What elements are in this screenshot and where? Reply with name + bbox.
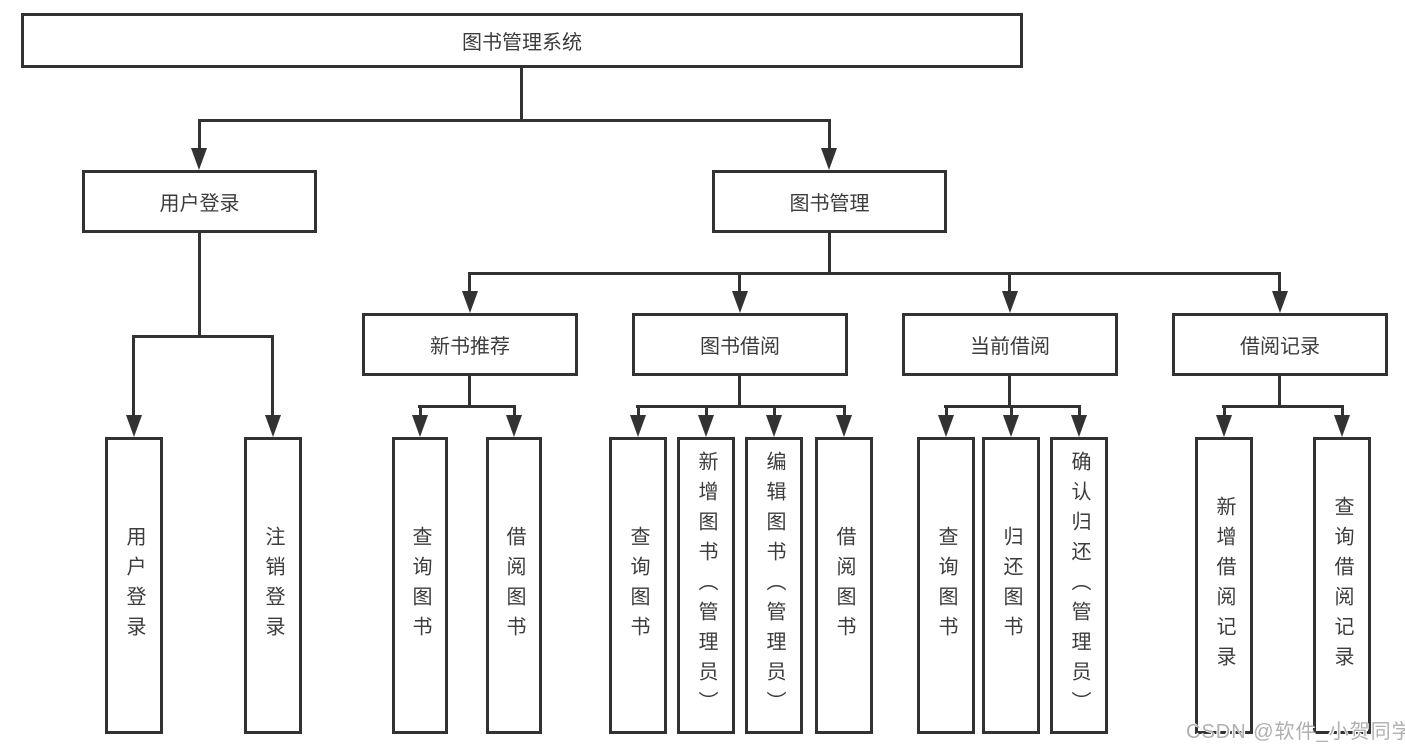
connector-line	[636, 405, 846, 408]
connector-line	[773, 405, 776, 417]
arrowhead-icon	[412, 415, 428, 437]
connector-line	[468, 272, 471, 293]
arrowhead-icon	[698, 415, 714, 437]
connector-line	[198, 233, 201, 337]
node-user-login-module: 用户登录	[82, 170, 317, 233]
arrowhead-icon	[191, 148, 207, 170]
arrowhead-icon	[938, 415, 954, 437]
arrowhead-icon	[1216, 415, 1232, 437]
arrowhead-icon	[462, 291, 478, 313]
connector-line	[1223, 405, 1226, 417]
connector-line	[418, 405, 516, 408]
leaf-query-books-current: 查询图书	[917, 437, 975, 734]
arrowhead-icon	[265, 415, 281, 437]
node-borrow-records: 借阅记录	[1172, 313, 1388, 376]
connector-line	[419, 405, 422, 417]
connector-line	[513, 405, 516, 417]
connector-line	[1222, 405, 1344, 408]
leaf-add-books-admin: 新增图书（管理员）	[677, 437, 735, 734]
arrowhead-icon	[126, 415, 142, 437]
connector-line	[520, 68, 523, 121]
connector-line	[198, 119, 831, 122]
watermark-text: CSDN @软件_小贺同学	[1186, 721, 1405, 743]
connector-line	[132, 335, 135, 417]
arrowhead-icon	[732, 291, 748, 313]
leaf-return-books: 归还图书	[982, 437, 1040, 734]
connector-line	[945, 405, 948, 417]
arrowhead-icon	[836, 415, 852, 437]
connector-line	[1010, 405, 1013, 417]
connector-line	[705, 405, 708, 417]
connector-line	[1008, 272, 1011, 293]
leaf-add-borrow-record: 新增借阅记录	[1195, 437, 1253, 734]
connector-line	[1278, 272, 1281, 293]
connector-line	[738, 376, 741, 407]
arrowhead-icon	[821, 148, 837, 170]
connector-line	[637, 405, 640, 417]
arrowhead-icon	[1334, 415, 1350, 437]
connector-line	[738, 272, 741, 293]
arrowhead-icon	[1071, 415, 1087, 437]
leaf-query-books-recommend: 查询图书	[392, 437, 448, 734]
arrowhead-icon	[506, 415, 522, 437]
node-system-root: 图书管理系统	[21, 13, 1023, 68]
node-book-borrow: 图书借阅	[632, 313, 848, 376]
connector-line	[1278, 376, 1281, 407]
arrowhead-icon	[630, 415, 646, 437]
node-current-borrow: 当前借阅	[902, 313, 1118, 376]
leaf-logout: 注销登录	[244, 437, 302, 734]
leaf-query-books-borrow: 查询图书	[609, 437, 667, 734]
leaf-query-borrow-record: 查询借阅记录	[1313, 437, 1371, 734]
connector-line	[828, 119, 831, 150]
node-new-book-recommend: 新书推荐	[362, 313, 578, 376]
leaf-user-login: 用户登录	[105, 437, 163, 734]
connector-line	[1078, 405, 1081, 417]
leaf-edit-books-admin: 编辑图书（管理员）	[745, 437, 803, 734]
arrowhead-icon	[1003, 415, 1019, 437]
leaf-borrow-books: 借阅图书	[815, 437, 873, 734]
connector-line	[198, 119, 201, 150]
leaf-confirm-return-admin: 确认归还（管理员）	[1050, 437, 1108, 734]
connector-line	[468, 376, 471, 407]
connector-line	[468, 272, 1281, 275]
connector-line	[1341, 405, 1344, 417]
arrowhead-icon	[1002, 291, 1018, 313]
connector-line	[843, 405, 846, 417]
connector-line	[132, 335, 274, 338]
connector-line	[271, 335, 274, 417]
leaf-borrow-books-recommend: 借阅图书	[486, 437, 542, 734]
connector-line	[1008, 376, 1011, 407]
arrowhead-icon	[766, 415, 782, 437]
node-book-management-module: 图书管理	[712, 170, 947, 233]
arrowhead-icon	[1272, 291, 1288, 313]
connector-line	[828, 233, 831, 274]
